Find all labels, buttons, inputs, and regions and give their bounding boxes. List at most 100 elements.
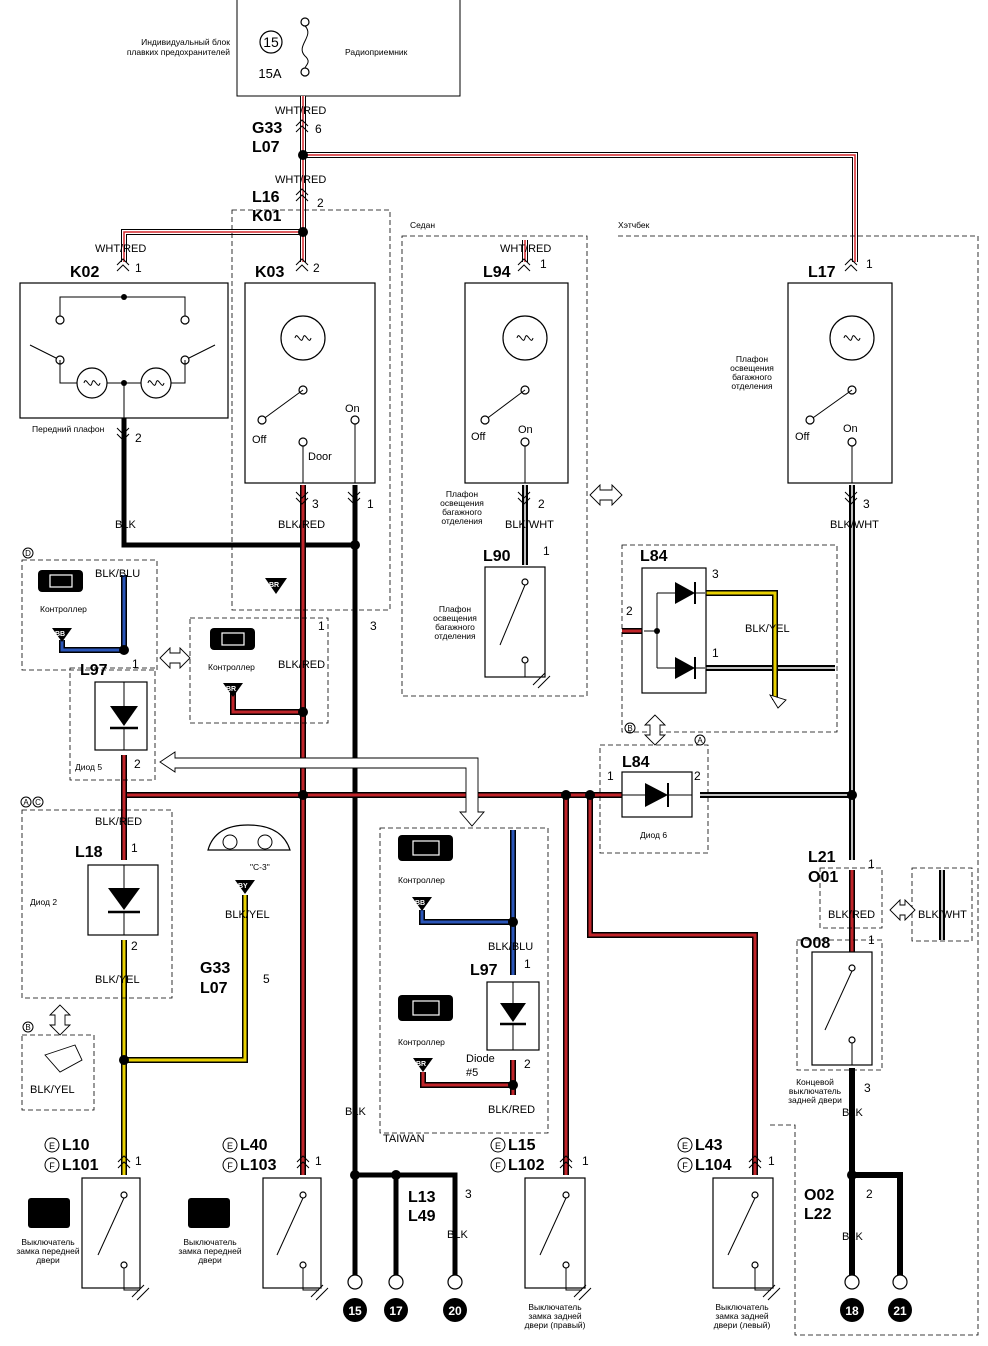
grounds: 15 17 20 18 21: [343, 1274, 912, 1322]
br-tag-4: [413, 1058, 433, 1072]
svg-text:5: 5: [263, 972, 270, 986]
conn-l07b: L07: [200, 980, 228, 997]
svg-text:1: 1: [131, 841, 138, 855]
ground-21: 21: [893, 1304, 907, 1318]
svg-text:1: 1: [868, 933, 875, 947]
wire-blk-g17: [355, 1172, 399, 1278]
svg-text:E: E: [227, 1141, 233, 1151]
dashed-regions: Седан Хэтчбек: [21, 209, 979, 1336]
wire-label-blk-red-1: BLK/RED: [278, 519, 325, 531]
diode6-label: Диод 6: [640, 830, 667, 840]
o08-dash: [796, 939, 883, 1071]
conn-l97b: L97: [470, 962, 498, 979]
controller-label-2: Контроллер: [208, 662, 255, 672]
region-tags: D A C B B A: [20, 547, 706, 1033]
wire-label-blk-wht-2: BLK/WHT: [830, 519, 879, 531]
svg-text:F: F: [495, 1161, 501, 1171]
taiwan-label: TAIWAN: [383, 1133, 425, 1145]
diode-en-label: Diode: [466, 1053, 495, 1065]
conn-l10: L10: [62, 1137, 90, 1154]
svg-text:3: 3: [370, 619, 377, 633]
controller-taiwan-2: Контроллер BR: [398, 995, 513, 1088]
svg-text:1: 1: [768, 1154, 775, 1168]
b-dash: [21, 1034, 95, 1111]
svg-text:1: 1: [607, 769, 614, 783]
svg-text:2: 2: [317, 196, 324, 210]
wire-label-blk-red-2: BLK/RED: [278, 659, 325, 671]
svg-text:2: 2: [524, 1057, 531, 1071]
taiwan-diode: Diode #5 TAIWAN: [383, 981, 540, 1145]
br-tag-top: BR: [265, 578, 287, 594]
front-lamp: Передний плафон: [19, 282, 229, 434]
svg-text:1: 1: [524, 957, 531, 971]
svg-text:E: E: [682, 1141, 688, 1151]
fuse-number: 15: [263, 34, 279, 50]
diode5-dash: [69, 667, 156, 781]
diode-num-label: #5: [466, 1067, 478, 1079]
instrument-cluster: "C-3" BY: [207, 824, 291, 894]
svg-text:BR: BR: [269, 582, 279, 589]
svg-text:3: 3: [465, 1187, 472, 1201]
k03-off: Off: [252, 434, 267, 446]
svg-text:BR: BR: [226, 686, 236, 693]
svg-text:2: 2: [131, 939, 138, 953]
svg-text:2: 2: [626, 604, 633, 618]
conn-o08: O08: [800, 935, 830, 952]
svg-text:BY: BY: [238, 883, 248, 890]
front-lamp-label: Передний плафон: [32, 424, 105, 434]
wires: [59, 96, 945, 1278]
taiwan-arrow: [159, 751, 485, 827]
svg-text:1: 1: [135, 1154, 142, 1168]
svg-text:1: 1: [540, 257, 547, 271]
fuse-block-label-2: плавких предохранителей: [127, 47, 230, 57]
junctions: [119, 150, 857, 1180]
door-lock-icon-1: [28, 1198, 70, 1228]
svg-text:BB: BB: [415, 900, 425, 907]
conn-l49: L49: [408, 1208, 436, 1225]
diode2-dash: [21, 809, 173, 999]
radio-label: Радиоприемник: [345, 47, 408, 57]
bb-tag-3: [412, 897, 432, 911]
svg-text:2: 2: [538, 497, 545, 511]
svg-text:3: 3: [864, 1081, 871, 1095]
conn-l18: L18: [75, 844, 103, 861]
controller-left: Контроллер BB: [38, 570, 87, 642]
svg-text:1: 1: [712, 646, 719, 660]
conn-l43: L43: [695, 1137, 723, 1154]
l84-top-dash: [621, 544, 838, 733]
blk-wht-dash: [911, 867, 973, 942]
wire-label-wht-red-2: WHT/RED: [275, 174, 326, 186]
diode2: Диод 2: [30, 864, 159, 936]
controller-left-dash: [21, 559, 158, 671]
svg-text:A: A: [23, 798, 29, 807]
svg-text:E: E: [49, 1141, 55, 1151]
svg-text:F: F: [227, 1161, 233, 1171]
wire-blk-g21: [852, 1172, 903, 1278]
svg-text:2: 2: [866, 1187, 873, 1201]
hatch-label: Хэтчбек: [618, 220, 650, 230]
c3-label: "C-3": [250, 862, 270, 872]
svg-text:1: 1: [868, 857, 875, 871]
svg-text:1: 1: [132, 657, 139, 671]
blk-red-dash: [819, 867, 883, 929]
conn-l101: L101: [62, 1157, 99, 1174]
k03-on: On: [345, 403, 360, 415]
controller-taiwan-1: Контроллер BB: [398, 835, 453, 911]
l17-off: Off: [795, 431, 810, 443]
wire-label-blk-5: BLK: [842, 1231, 863, 1243]
k03-door: Door: [308, 451, 332, 463]
wire-label-blk-2: BLK: [345, 1106, 366, 1118]
conn-l90: L90: [483, 548, 511, 565]
ground-15: 15: [348, 1304, 362, 1318]
conn-l94: L94: [483, 264, 511, 281]
